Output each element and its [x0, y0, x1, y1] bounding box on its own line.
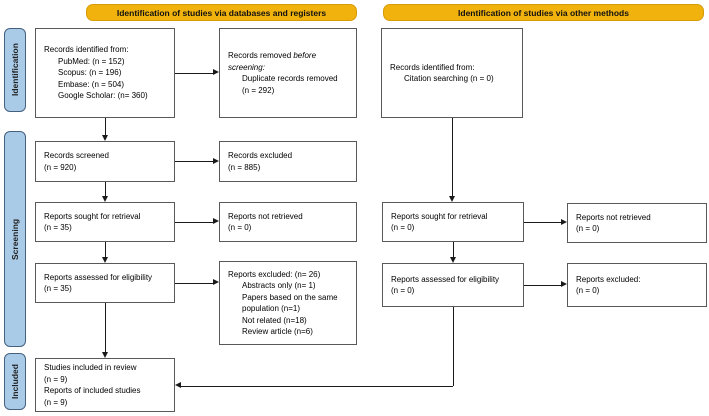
stage-screening: Screening	[4, 131, 26, 347]
arrowhead-down-icon	[101, 196, 108, 202]
arrowhead-right-icon	[561, 281, 567, 287]
banner-other-methods: Identification of studies via other meth…	[383, 4, 704, 21]
box-line: Reports excluded:	[576, 274, 641, 284]
box-line: (n = 9)	[44, 374, 68, 384]
box-reports-assessed-other: Reports assessed for eligibility (n = 0)	[382, 263, 524, 307]
box-line: Records excluded	[228, 151, 293, 160]
connector-screened-to-sought	[104, 182, 106, 196]
connector-other-assessed-to-excluded	[524, 284, 561, 286]
box-line: (n = 0)	[576, 286, 600, 295]
box-line: Records identified from:	[44, 45, 129, 55]
box-reports-not-retrieved-other: Reports not retrieved (n = 0)	[567, 203, 707, 243]
box-line: Not related (n=18)	[242, 315, 307, 325]
connector-identified-to-screened	[104, 118, 106, 135]
connector-other-sought-to-not-retrieved	[524, 222, 561, 224]
box-text: Records removed	[228, 51, 294, 60]
box-reports-excluded-databases: Reports excluded: (n= 26) Abstracts only…	[219, 261, 357, 345]
box-line: Papers based on the same	[242, 292, 338, 302]
box-line: Reports not retrieved	[576, 212, 651, 222]
box-line: Records screened	[44, 151, 109, 160]
box-line: PubMed: (n = 152)	[58, 56, 125, 66]
box-records-identified-other: Records identified from: Citation search…	[381, 28, 523, 118]
box-records-identified-databases: Records identified from: PubMed: (n = 15…	[35, 28, 175, 118]
box-line: Records removed before	[228, 50, 352, 62]
banner-other-methods-label: Identification of studies via other meth…	[458, 7, 629, 18]
connector-assessed-to-excluded	[175, 282, 213, 284]
box-line: Duplicate records removed	[242, 74, 338, 83]
box-reports-sought-other: Reports sought for retrieval (n = 0)	[382, 202, 524, 242]
arrowhead-down-icon	[449, 257, 456, 263]
box-line: (n = 920)	[44, 162, 77, 172]
banner-databases-registers: Identification of studies via databases …	[86, 4, 357, 21]
box-line: Abstracts only (n= 1)	[242, 281, 316, 290]
box-line: Embase: (n = 504)	[58, 79, 125, 89]
box-line: Studies included in review	[44, 363, 137, 372]
box-reports-sought-databases: Reports sought for retrieval (n = 35)	[35, 202, 175, 242]
box-line: (n = 0)	[576, 224, 600, 233]
box-line: screening:	[228, 62, 265, 72]
connector-other-sought-to-assessed	[452, 242, 454, 257]
connector-other-assessed-elbow-vertical	[452, 307, 454, 386]
arrowhead-right-icon	[561, 218, 567, 225]
arrowhead-down-icon	[101, 352, 108, 358]
box-line: (n = 885)	[228, 162, 261, 172]
arrowhead-down-icon	[101, 257, 108, 263]
arrowhead-right-icon	[213, 69, 219, 75]
box-line: Records identified from:	[390, 62, 475, 72]
stage-screening-label: Screening	[10, 218, 20, 260]
box-studies-included: Studies included in review (n = 9) Repor…	[35, 358, 175, 412]
box-line: Reports assessed for eligibility	[391, 274, 500, 284]
box-line: (n = 0)	[391, 286, 415, 295]
box-line: (n = 292)	[242, 85, 275, 95]
box-line: Reports excluded: (n= 26)	[228, 269, 321, 279]
stage-included-label: Included	[10, 364, 20, 399]
arrowhead-left-icon	[175, 382, 181, 388]
box-line: Google Scholar: (n= 360)	[58, 91, 148, 101]
box-records-removed-before-screening: Records removed before screening: Duplic…	[219, 28, 357, 118]
box-line: (n = 0)	[228, 223, 252, 232]
box-line: population (n=1)	[242, 304, 301, 313]
box-text-italic: before	[293, 51, 317, 60]
box-reports-assessed-databases: Reports assessed for eligibility (n = 35…	[35, 263, 175, 303]
box-line: Reports of included studies	[44, 386, 141, 395]
connector-assessed-to-included	[104, 303, 106, 352]
connector-sought-to-not-retrieved	[175, 221, 213, 223]
stage-identification-label: Identification	[10, 43, 20, 97]
connector-other-identified-to-sought	[452, 118, 454, 196]
box-line: (n = 35)	[44, 284, 72, 293]
arrowhead-down-icon	[101, 135, 108, 141]
box-line: (n = 35)	[44, 223, 72, 232]
connector-other-assessed-elbow-horizontal	[181, 385, 453, 387]
box-line: Reports assessed for eligibility	[44, 272, 153, 282]
box-line: (n = 0)	[391, 223, 415, 232]
connector-sought-to-assessed	[104, 242, 106, 257]
box-line: (n = 9)	[44, 397, 68, 407]
box-line: Reports sought for retrieval	[391, 211, 488, 221]
box-line: Review article (n=6)	[242, 327, 313, 336]
connector-screened-to-excluded	[175, 161, 213, 163]
arrowhead-right-icon	[213, 279, 219, 285]
box-reports-not-retrieved-databases: Reports not retrieved (n = 0)	[219, 202, 357, 242]
arrowhead-right-icon	[213, 218, 219, 224]
box-reports-excluded-other: Reports excluded: (n = 0)	[567, 263, 707, 307]
arrowhead-down-icon	[449, 196, 455, 202]
box-line: Scopus: (n = 196)	[58, 68, 122, 78]
connector-identified-to-removed	[175, 72, 213, 74]
box-line: Reports not retrieved	[228, 211, 303, 221]
stage-included: Included	[4, 353, 26, 410]
box-records-screened: Records screened (n = 920)	[35, 141, 175, 182]
box-line: Citation searching (n = 0)	[404, 74, 494, 83]
box-records-excluded: Records excluded (n = 885)	[219, 141, 357, 182]
arrowhead-right-icon	[213, 157, 219, 164]
banner-databases-label: Identification of studies via databases …	[116, 7, 327, 18]
stage-identification: Identification	[4, 28, 26, 112]
box-line: Reports sought for retrieval	[44, 211, 141, 221]
